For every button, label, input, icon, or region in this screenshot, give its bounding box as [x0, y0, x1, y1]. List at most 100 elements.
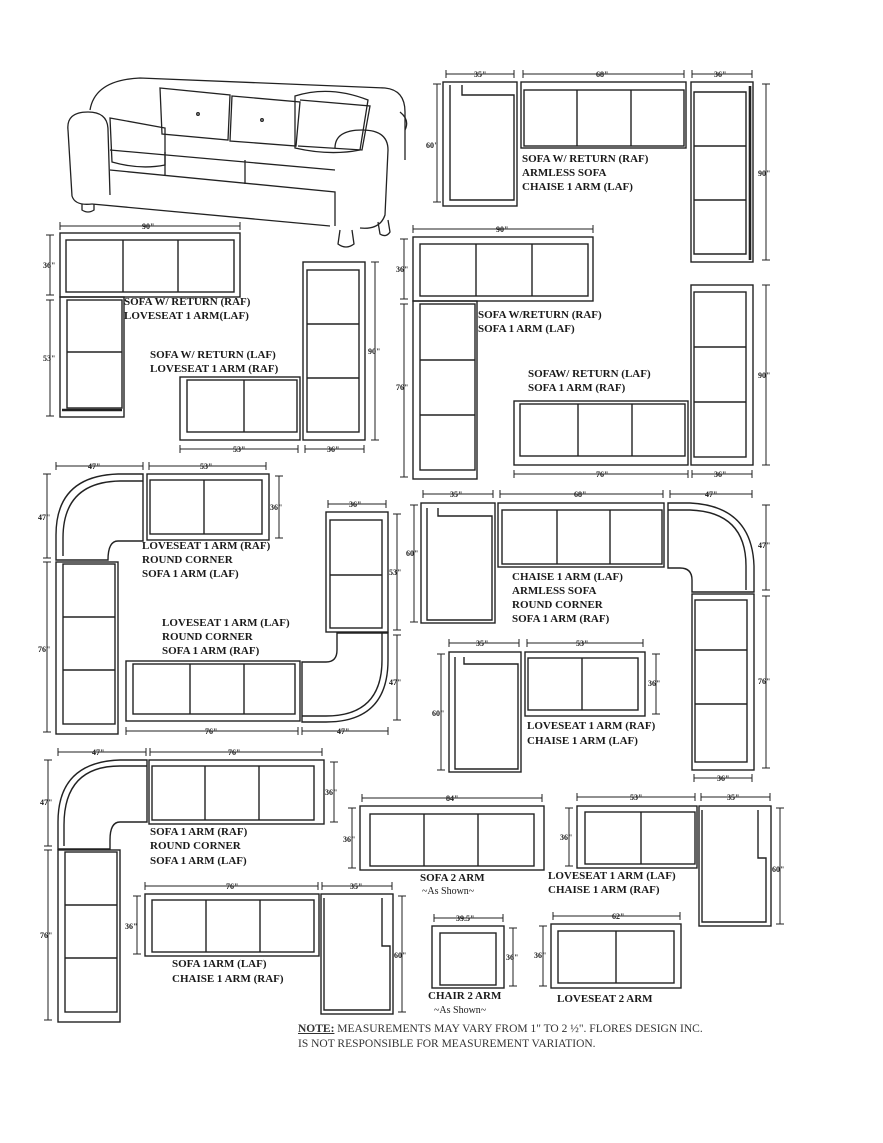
config-label: SOFA 1 ARM (RAF) — [162, 645, 260, 657]
dimension-value: 35" — [476, 639, 488, 648]
dimension-value: 36" — [534, 951, 546, 960]
config-label: SOFA W/ RETURN (RAF) — [522, 153, 649, 165]
dimension-value: 76" — [228, 748, 240, 757]
dimension-value: 53" — [630, 793, 642, 802]
config-label: ~As Shown~ — [434, 1005, 487, 1016]
config-label: LOVESEAT 1 ARM(LAF) — [124, 310, 249, 322]
dimension-value: 39.5" — [456, 914, 474, 923]
dimension-value: 53" — [389, 568, 401, 577]
dimension-value: 53" — [200, 462, 212, 471]
dimension-value: 35" — [450, 490, 462, 499]
dimension-value: 60" — [426, 141, 438, 150]
dimension-value: 76" — [396, 383, 408, 392]
config-label: SOFA W/ RETURN (RAF) — [124, 296, 251, 308]
dimension-value: 36" — [349, 500, 361, 509]
dimension-value: 47" — [88, 462, 100, 471]
config-label: SOFA 1 ARM (RAF) — [528, 382, 626, 394]
dimension-value: 62" — [612, 912, 624, 921]
config-label: CHAIR 2 ARM — [428, 990, 502, 1002]
config-label: CHAISE 1 ARM (LAF) — [527, 735, 638, 747]
sofa-illustration — [67, 77, 408, 248]
config-c10-diagram — [57, 759, 325, 1023]
dimension-value: 36" — [506, 953, 518, 962]
measurement-note: NOTE: MEASUREMENTS MAY VARY FROM 1" TO 2… — [298, 1022, 798, 1052]
dimension-value: 76" — [38, 645, 50, 654]
dimension-value: 84" — [446, 794, 458, 803]
dimension-lines — [43, 70, 784, 1021]
dimension-value: 47" — [92, 748, 104, 757]
dimension-value: 60" — [406, 549, 418, 558]
dimension-value: 36" — [396, 265, 408, 274]
config-c7-diagram — [125, 511, 389, 723]
config-label: ~As Shown~ — [422, 886, 475, 897]
config-c8-diagram — [420, 502, 755, 771]
config-c14-diagram — [431, 925, 505, 989]
dimension-value: 47" — [758, 541, 770, 550]
dimension-value: 36" — [648, 679, 660, 688]
dimension-value: 36" — [714, 70, 726, 79]
config-c5-diagram — [513, 284, 754, 466]
dimension-value: 36" — [327, 445, 339, 454]
config-label: ROUND CORNER — [162, 631, 254, 643]
config-c11-diagram — [359, 805, 545, 871]
dimension-value: 68" — [574, 490, 586, 499]
dimension-value: 47" — [337, 727, 349, 736]
config-label: LOVESEAT 1 ARM (LAF) — [162, 617, 290, 629]
config-label: ARMLESS SOFA — [522, 167, 607, 179]
dimension-value: 36" — [343, 835, 355, 844]
config-label: CHAISE 1 ARM (RAF) — [172, 973, 284, 985]
config-c3-diagram — [179, 261, 366, 441]
note-line-2: IS NOT RESPONSIBLE FOR MEASUREMENT VARIA… — [298, 1038, 596, 1050]
config-label: ARMLESS SOFA — [512, 585, 597, 597]
config-c15-diagram — [550, 923, 682, 989]
config-label: CHAISE 1 ARM (LAF) — [522, 181, 633, 193]
dimension-value: 36" — [560, 833, 572, 842]
config-label: SOFA W/RETURN (RAF) — [478, 309, 602, 321]
dimension-value: 47" — [38, 513, 50, 522]
dimension-value: 36" — [714, 470, 726, 479]
config-c6-diagram — [55, 473, 270, 735]
dimension-value: 47" — [40, 798, 52, 807]
config-label: ROUND CORNER — [512, 599, 604, 611]
config-label: LOVESEAT 1 ARM (RAF) — [527, 720, 656, 732]
config-label: LOVESEAT 1 ARM (RAF) — [142, 540, 271, 552]
dimension-value: 60" — [394, 951, 406, 960]
dimension-values: 35" 68" 36" 60" 90" 90" 36" 53" 53" 36" … — [38, 70, 784, 962]
config-label: LOVESEAT 1 ARM (RAF) — [150, 363, 279, 375]
note-line-1: MEASUREMENTS MAY VARY FROM 1" TO 2 ½". F… — [334, 1023, 703, 1035]
config-label: ROUND CORNER — [150, 840, 242, 852]
config-c9-diagram — [448, 651, 646, 773]
config-label: SOFA 1 ARM (LAF) — [142, 568, 239, 580]
dimension-value: 76" — [226, 882, 238, 891]
dimension-value: 35" — [350, 882, 362, 891]
dimension-value: 47" — [389, 678, 401, 687]
config-label: SOFA W/ RETURN (LAF) — [150, 349, 276, 361]
config-c2-diagram — [59, 232, 241, 418]
dimension-value: 36" — [717, 774, 729, 783]
dimension-value: 35" — [727, 793, 739, 802]
dimension-value: 36" — [325, 788, 337, 797]
dimension-value: 68" — [596, 70, 608, 79]
config-label: LOVESEAT 2 ARM — [557, 993, 653, 1005]
config-label: SOFA 1 ARM (RAF) — [512, 613, 610, 625]
config-labels: SOFA W/ RETURN (RAF) ARMLESS SOFA CHAISE… — [124, 153, 676, 1016]
dimension-value: 53" — [576, 639, 588, 648]
dimension-value: 47" — [705, 490, 717, 499]
config-label: SOFA 1 ARM (LAF) — [478, 323, 575, 335]
dimension-value: 76" — [40, 931, 52, 940]
config-label: SOFA 1 ARM (RAF) — [150, 826, 248, 838]
dimension-value: 76" — [758, 677, 770, 686]
config-label: SOFA 1ARM (LAF) — [172, 958, 267, 970]
dimension-value: 53" — [233, 445, 245, 454]
dimension-value: 90" — [142, 222, 154, 231]
config-label: CHAISE 1 ARM (RAF) — [548, 884, 660, 896]
dimension-value: 36" — [270, 503, 282, 512]
dimension-value: 60" — [772, 865, 784, 874]
dimension-value: 76" — [205, 727, 217, 736]
dimension-value: 36" — [43, 261, 55, 270]
config-label: ROUND CORNER — [142, 554, 234, 566]
dimension-value: 90" — [758, 169, 770, 178]
dimension-value: 90" — [758, 371, 770, 380]
config-c1-diagram — [442, 81, 754, 263]
